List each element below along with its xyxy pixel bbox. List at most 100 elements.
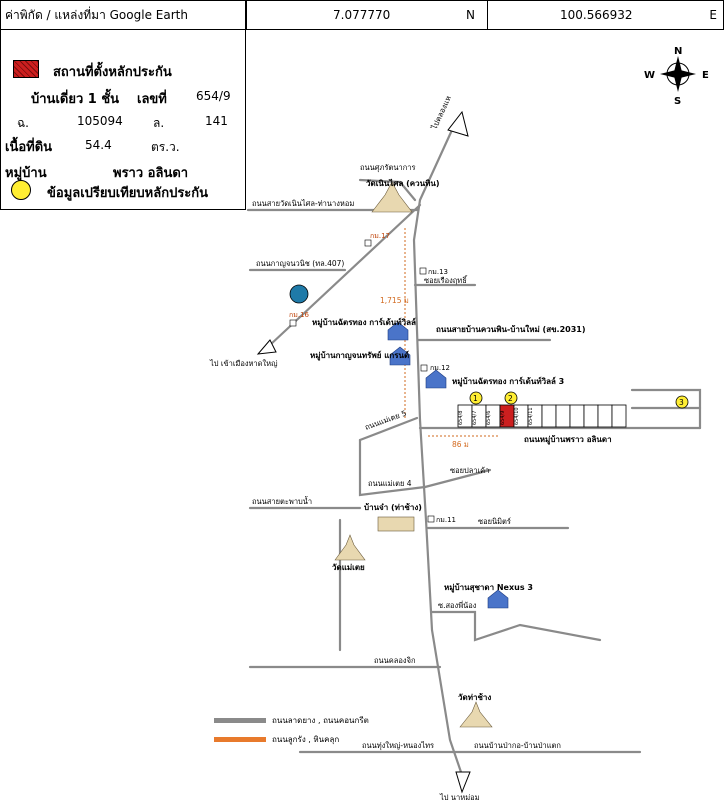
- chanot-value: 105094: [77, 114, 123, 128]
- km-post-icon: [364, 239, 372, 247]
- compass-s: S: [674, 96, 681, 106]
- compass-w: W: [644, 70, 655, 81]
- compare-marker-3-label: 3: [679, 398, 684, 407]
- village-icon: [387, 321, 409, 341]
- plot-label-subject: 654/9: [500, 411, 506, 425]
- label-road-sai-taphaonam: ถนนสายตะพาบน้ำ: [252, 496, 312, 506]
- label-ban-cha: บ้านจ๋า (ท่าช้าง): [364, 502, 422, 512]
- village-label: หมู่บ้าน: [5, 166, 47, 181]
- area-label: เนื้อที่ดิน: [5, 140, 53, 155]
- key-paved-swatch: [214, 718, 266, 723]
- compass-rose-icon: N S W E: [644, 46, 709, 106]
- plot-label: 654/11: [528, 407, 534, 425]
- market-icon: [377, 516, 415, 532]
- compare-swatch: [11, 180, 31, 200]
- label-wat-tha-chang: วัดท่าช้าง: [458, 692, 491, 702]
- label-village-chatthong: หมู่บ้านฉัตรทอง การ์เด้นท์วิลล์: [312, 317, 416, 328]
- label-road-kanchanavanit: ถนนกาญจนวนิช (ทล.407): [256, 259, 344, 268]
- compare-marker-2-label: 2: [508, 394, 513, 403]
- label-soi-mae-tao-5: ถนนแม่เตย 5: [364, 408, 408, 431]
- road-praw-box: [630, 388, 702, 430]
- label-soi-nimit: ซอยนิมิตร์: [478, 517, 511, 526]
- km-post-icon: [419, 267, 427, 275]
- label-village-chatthong3: หมู่บ้านฉัตรทอง การ์เด้นท์วิลล์ 3: [452, 376, 564, 387]
- label-soi-rueang: ซอยเรืองฤทธิ์: [424, 275, 468, 285]
- latitude-dir: N: [466, 8, 475, 22]
- label-dist-1715: 1,715 ม: [380, 296, 409, 305]
- label-village-suchada: หมู่บ้านสุชาดา Nexus 3: [444, 582, 533, 593]
- village-icon: [389, 346, 411, 366]
- village-icon: [487, 589, 509, 609]
- label-road-klong-chik: ถนนคลองจิก: [374, 656, 416, 665]
- arrow-north: [447, 110, 469, 137]
- compass-n: N: [674, 46, 682, 57]
- compare-marker-3: [675, 395, 689, 409]
- label-to-na-mom: ไป นาหม่อม: [439, 793, 480, 802]
- label-dist-86: 86 ม: [452, 440, 469, 449]
- coord-source-label: ค่าพิกัด / แหล่งที่มา Google Earth: [5, 7, 188, 22]
- plot-label: 654/10: [514, 407, 520, 425]
- label-wat-mae-tao: วัดแม่เตย: [332, 563, 365, 572]
- label-thanon-suk: ถนนศุภรัตนาการ: [360, 163, 416, 172]
- label-to-klong-hae: ไปคลองแห: [429, 94, 453, 131]
- number-value: 654/9: [196, 89, 231, 103]
- km-post-icon: [289, 319, 297, 327]
- label-soi-plakhao: ซอยปลาเค้า: [450, 466, 489, 475]
- label-km12: กม.12: [430, 364, 450, 372]
- road-mae-tao-4: [358, 438, 427, 497]
- plot-label: 654/7: [472, 411, 478, 425]
- number-label: เลขที่: [137, 92, 167, 107]
- label-road-praw: ถนนหมู่บ้านพราว อลินดา: [524, 434, 612, 445]
- longitude-value: 100.566932: [560, 8, 633, 22]
- plot-label: 654/8: [458, 411, 464, 425]
- compare-marker-1-label: 1: [473, 394, 478, 403]
- road-suphorn: [358, 178, 417, 202]
- main-road: [412, 128, 464, 777]
- label-soi-song-ban: ซ.สองพี่น้อง: [438, 600, 477, 610]
- label-to-hatyai: ไป เข้าเมืองหาดใหญ่: [209, 359, 278, 368]
- latitude-cell: 7.077770 N: [246, 0, 488, 30]
- label-road-wat-noen: ถนนสายวัดเนินไศล-ท่านางหอม: [252, 199, 354, 208]
- site-swatch: [13, 60, 39, 78]
- plot-label: 654/6: [486, 411, 492, 425]
- temple-icon: [459, 701, 493, 728]
- latitude-value: 7.077770: [333, 8, 391, 22]
- gas-station-icon: [289, 284, 309, 304]
- lot-label: ล.: [153, 116, 165, 130]
- longitude-dir: E: [709, 8, 717, 22]
- soi-plakhao: [423, 468, 492, 489]
- area-unit: ตร.ว.: [151, 140, 180, 154]
- compare-marker-1: [469, 391, 483, 405]
- temple-icon: [334, 534, 366, 561]
- label-km13: กม.13: [428, 268, 448, 276]
- label-village-kanchana: หมู่บ้านกาญจนทรัพย์ แกรนด์: [310, 350, 409, 361]
- label-km17: กม.17: [370, 232, 390, 240]
- temple-icon: [371, 181, 413, 213]
- site-label: สถานที่ตั้งหลักประกัน: [53, 65, 172, 80]
- label-km16: กม.16: [289, 311, 310, 319]
- km-post-icon: [420, 364, 428, 372]
- arrow-hatyai: [256, 339, 277, 355]
- property-legend: สถานที่ตั้งหลักประกัน บ้านเดี่ยว 1 ชั้น …: [0, 30, 246, 210]
- area-value: 54.4: [85, 138, 112, 152]
- road-suchada: [430, 610, 602, 642]
- label-km11: กม.11: [436, 516, 456, 524]
- key-gravel-swatch: [214, 737, 266, 742]
- key-gravel: ถนนลูกรัง , หินคลุก: [214, 733, 339, 746]
- arrow-south: [455, 771, 471, 794]
- key-gravel-label: ถนนลูกรัง , หินคลุก: [272, 735, 340, 744]
- lot-value: 141: [205, 114, 228, 128]
- label-wat-noen: วัดเนินไศล (ควนทิน): [366, 178, 440, 188]
- label-road-khuan-lang: ถนนสายบ้านควนพิน-บ้านใหม่ (สข.2031): [436, 324, 586, 334]
- label-road-thung-yai: ถนนทุ่งใหญ่-หนองไทร: [362, 741, 434, 750]
- coord-source-cell: ค่าพิกัด / แหล่งที่มา Google Earth: [0, 0, 246, 30]
- soi-mae-tao-5: [358, 416, 419, 442]
- label-road-mae-tao-4: ถนนแม่เตย 4: [368, 479, 412, 488]
- key-paved: ถนนลาดยาง , ถนนคอนกรีต: [214, 714, 369, 727]
- village-value: พราว อลินดา: [113, 166, 189, 181]
- km-post-icon: [427, 515, 435, 523]
- building-type: บ้านเดี่ยว 1 ชั้น: [31, 92, 120, 107]
- village-icon: [425, 369, 447, 389]
- label-road-ban-pak: ถนนบ้านป่ากอ-บ้านป่าแตก: [474, 741, 561, 750]
